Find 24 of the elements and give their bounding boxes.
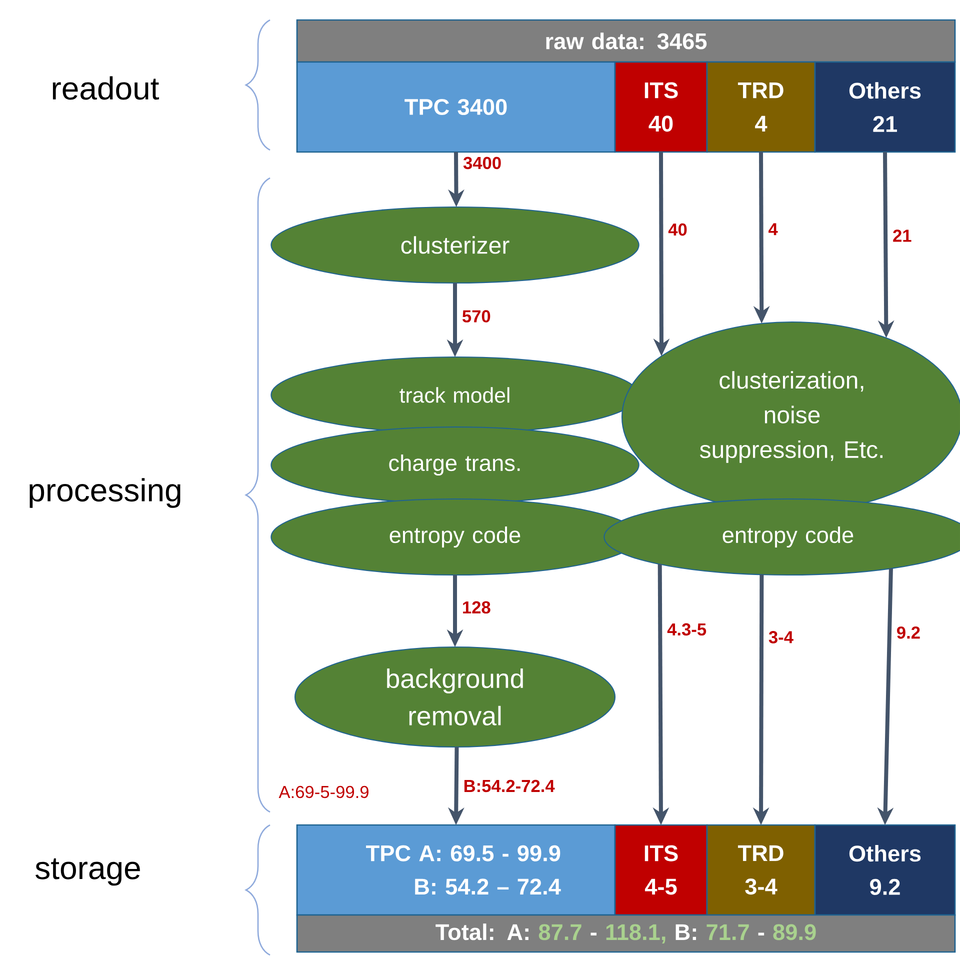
edge-label: 3400 bbox=[463, 156, 501, 170]
detector-box: Others 21 bbox=[814, 61, 956, 153]
edge-label: 4 bbox=[768, 223, 778, 236]
total-bar: Total: A: 87.7 - 118.1, B: 71.7 - 89.9 bbox=[296, 914, 956, 953]
storage-box: TPC A: 69.5 - 99.9 B: 54.2 – 72.4 bbox=[296, 824, 616, 916]
edge-label: 128 bbox=[463, 601, 490, 614]
storage-box: TRD 3-4 bbox=[706, 824, 816, 916]
stage-label: readout bbox=[52, 76, 159, 100]
detector-box: TPC 3400 bbox=[296, 61, 616, 153]
stage-label: storage bbox=[36, 858, 140, 886]
storage-box: Others 9.2 bbox=[814, 824, 956, 916]
detector-box: TRD 4 bbox=[706, 61, 816, 153]
edge-label: 570 bbox=[462, 310, 490, 322]
edge-label: 3-4 bbox=[768, 631, 794, 644]
header-bar: raw data: 3465 bbox=[296, 19, 956, 63]
edge-label: 4.3-5 bbox=[667, 623, 706, 636]
detector-box: ITS 40 bbox=[614, 61, 708, 153]
edge-label: 9.2 bbox=[897, 626, 920, 639]
storage-box: ITS 4-5 bbox=[614, 824, 708, 916]
rate-label: A:69-5-99.9 bbox=[278, 786, 368, 798]
edge-label: B:54.2-72.4 bbox=[464, 780, 555, 792]
edge-label: 40 bbox=[668, 223, 687, 236]
edge-label: 21 bbox=[893, 230, 912, 242]
stage-label: processing bbox=[30, 478, 180, 508]
